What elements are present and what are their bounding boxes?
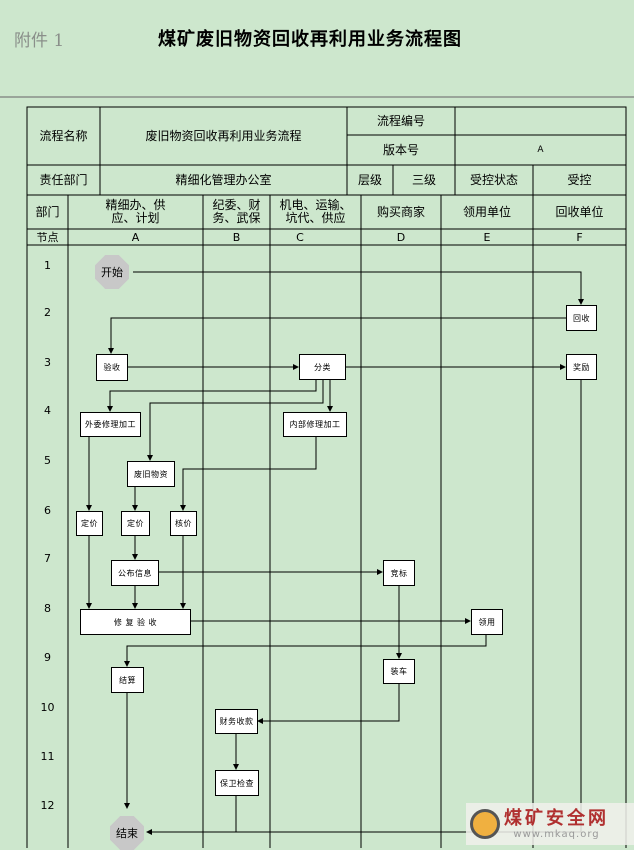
node-price-1: 定价 [76, 511, 103, 536]
row-number: 11 [40, 750, 55, 763]
row-number: 7 [44, 552, 51, 565]
lane-c-code: C [296, 230, 304, 244]
row-number: 2 [44, 306, 51, 319]
lane-b-name: 纪委、财 务、武保 [212, 198, 261, 225]
row-number: 8 [44, 602, 51, 615]
watermark-logo: 煤矿安全网 www.mkaq.org [466, 803, 634, 845]
row-number: 4 [44, 404, 51, 417]
node-verify-price: 核价 [170, 511, 197, 536]
start-node: 开始 [95, 255, 129, 289]
node-use: 领用 [471, 609, 503, 635]
node-finance: 财务收款 [215, 709, 258, 734]
level-label: 层级 [357, 172, 382, 187]
row-number: 12 [40, 799, 55, 812]
control-value: 受控 [567, 172, 592, 187]
lane-a-code: A [131, 230, 140, 244]
node-bid: 竞标 [383, 560, 415, 586]
lane-d-code: D [396, 230, 406, 244]
process-no-value [455, 107, 626, 135]
node-settle: 结算 [111, 667, 144, 693]
version-label: 版本号 [382, 142, 419, 157]
control-label: 受控状态 [469, 172, 518, 187]
lane-a-name: 精细办、供 应、计划 [105, 198, 166, 225]
node-inspect: 验收 [96, 354, 128, 381]
lane-f-code: F [576, 230, 583, 244]
node-outsource-repair: 外委修理加工 [80, 412, 141, 437]
row-number: 1 [44, 259, 51, 272]
lane-c-name: 机电、运输、 坑代、供应 [279, 198, 352, 225]
row-number: 6 [44, 504, 51, 517]
node-classify: 分类 [299, 354, 346, 380]
row-number: 10 [40, 701, 55, 714]
logo-emblem-icon [470, 809, 500, 839]
node-reward: 奖励 [566, 354, 597, 380]
row-number: 3 [44, 356, 51, 369]
lane-b-code: B [232, 230, 241, 244]
lane-d-name: 购买商家 [376, 204, 425, 219]
version-value: A [537, 144, 544, 155]
process-name-label: 流程名称 [39, 128, 88, 143]
row-number: 5 [44, 454, 51, 467]
lane-dept-label: 部门 [35, 204, 60, 219]
dept-label: 责任部门 [39, 172, 88, 187]
node-recycle: 回收 [566, 305, 597, 331]
node-waste-material: 废旧物资 [127, 461, 175, 487]
dept-value: 精细化管理办公室 [175, 172, 272, 187]
lane-node-label: 节点 [36, 230, 59, 244]
node-security-check: 保卫检查 [215, 770, 259, 796]
attachment-label: 附件 1 [14, 31, 65, 51]
lane-f-name: 回收单位 [555, 204, 604, 219]
page-separator [0, 96, 634, 98]
lane-e-code: E [483, 230, 491, 244]
end-node: 结束 [110, 816, 144, 850]
node-internal-repair: 内部修理加工 [283, 412, 347, 437]
node-price-2: 定价 [121, 511, 150, 536]
process-no-label: 流程编号 [376, 113, 425, 128]
page-title: 煤矿废旧物资回收再利用业务流程图 [158, 29, 462, 50]
node-repair-accept: 修 复 验 收 [80, 609, 191, 635]
node-load: 装车 [383, 659, 415, 684]
process-name-value: 废旧物资回收再利用业务流程 [145, 128, 302, 143]
lane-e-name: 领用单位 [462, 204, 511, 219]
node-publish-info: 公布信息 [111, 560, 159, 586]
level-value: 三级 [411, 172, 436, 187]
row-number: 9 [44, 651, 51, 664]
